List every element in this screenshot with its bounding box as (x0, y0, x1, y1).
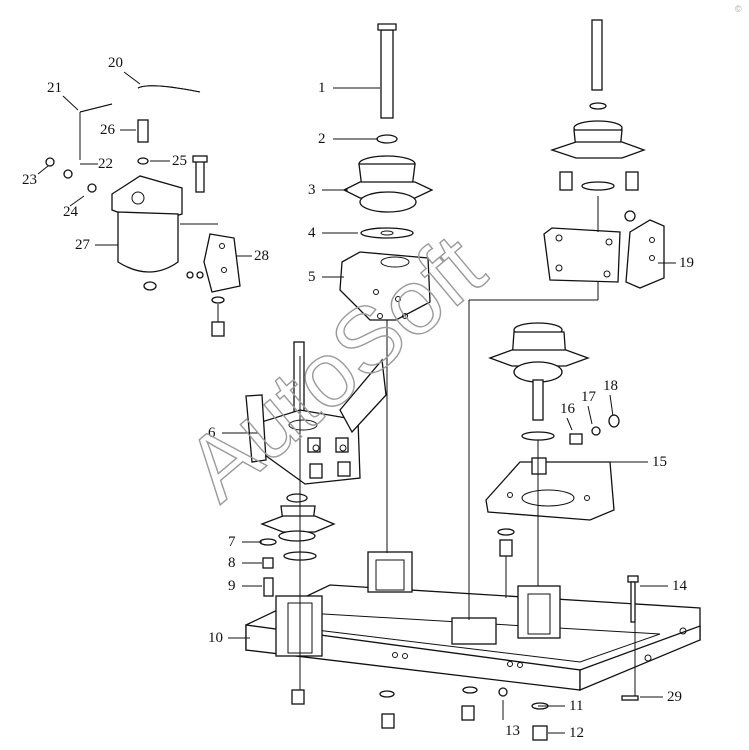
callout-layer: 1234567891011121314151617181920212223242… (22, 55, 694, 741)
callout-label-9: 9 (228, 578, 236, 594)
callout-label-28: 28 (254, 248, 269, 264)
assembly-lines (180, 196, 636, 696)
fasteners (291, 575, 639, 741)
callout-label-13: 13 (505, 723, 520, 739)
callout-label-25: 25 (172, 153, 187, 169)
callout-label-6: 6 (208, 425, 216, 441)
callout-leader-24 (69, 195, 85, 207)
filter-assembly (45, 85, 241, 337)
callout-label-5: 5 (308, 269, 316, 285)
callout-label-19: 19 (679, 255, 694, 271)
center-mount-assembly (339, 23, 434, 321)
callout-label-12: 12 (569, 725, 584, 741)
callout-leader-16 (566, 417, 573, 431)
callout-leader-20 (123, 71, 141, 85)
callout-label-20: 20 (108, 55, 123, 71)
callout-label-4: 4 (308, 225, 316, 241)
callout-label-24: 24 (63, 204, 79, 220)
callout-label-22: 22 (98, 156, 113, 172)
callout-label-8: 8 (228, 555, 236, 571)
callout-label-2: 2 (318, 131, 326, 147)
callout-label-15: 15 (652, 454, 667, 470)
callout-leader-21 (62, 95, 79, 111)
callout-label-16: 16 (560, 401, 576, 417)
callout-label-3: 3 (308, 182, 316, 198)
callout-label-10: 10 (208, 630, 223, 646)
callout-label-18: 18 (603, 378, 618, 394)
callout-label-23: 23 (22, 172, 37, 188)
callout-label-17: 17 (581, 389, 597, 405)
right-rear-mount (485, 322, 620, 557)
callout-label-21: 21 (47, 80, 62, 96)
callout-label-26: 26 (100, 122, 116, 138)
callout-leader-23 (37, 165, 49, 175)
callout-label-27: 27 (75, 237, 91, 253)
left-lower-isolator (259, 493, 336, 597)
callout-label-1: 1 (318, 80, 326, 96)
callout-leader-17 (587, 405, 593, 425)
callout-label-29: 29 (667, 689, 682, 705)
frame-cross-member (245, 551, 701, 691)
callout-leader-18 (609, 394, 614, 417)
callout-label-11: 11 (569, 698, 583, 714)
copyright-mark: © (735, 4, 742, 14)
upper-right-mount (543, 19, 665, 289)
left-mount-bracket (245, 341, 387, 485)
callout-label-7: 7 (228, 534, 236, 550)
callout-label-14: 14 (672, 578, 688, 594)
